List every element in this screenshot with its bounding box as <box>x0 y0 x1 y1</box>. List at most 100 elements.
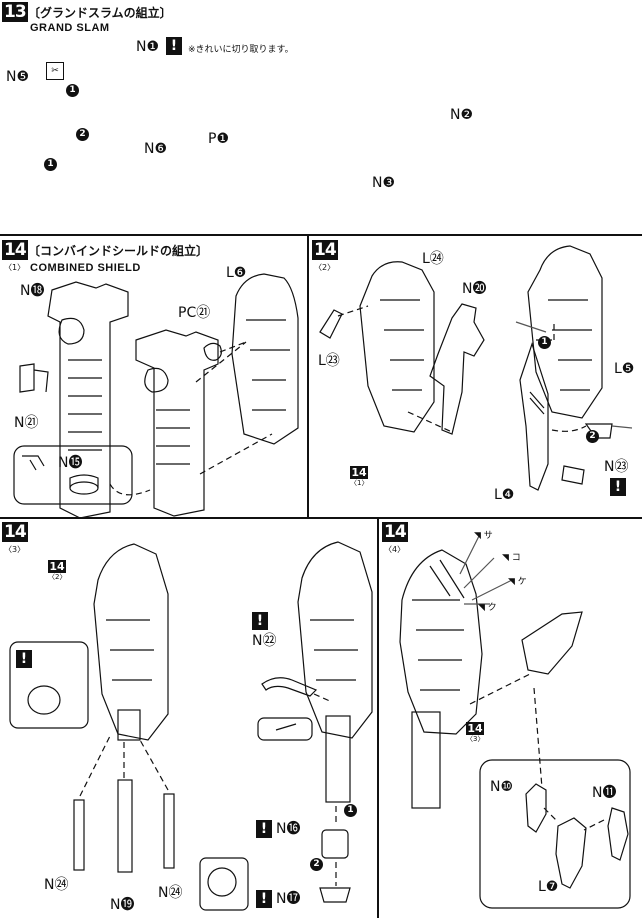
step-title-en: GRAND SLAM <box>30 22 110 34</box>
polycap-pc21 <box>203 342 222 361</box>
gatling-part-n16 <box>321 829 349 859</box>
sticker-marker: ◥ ク <box>478 600 497 613</box>
divider-horizontal <box>0 517 642 519</box>
sticker-marker: ◥ ケ <box>508 574 527 587</box>
part-label-n16: N⓰ <box>276 821 301 837</box>
shield-blade-part <box>521 611 583 675</box>
ref-number: 14 <box>466 722 484 735</box>
sticker-label: ケ <box>517 577 527 587</box>
order-marker: 1 <box>66 84 79 97</box>
sticker-marker: ◥ サ <box>474 528 493 541</box>
step-subnumber: 〈4〉 <box>384 545 406 554</box>
sticker-icon: ◥ <box>474 531 481 541</box>
sticker-icon: ◥ <box>508 577 515 587</box>
shield-blade-l4 <box>519 342 549 491</box>
shield-body-a <box>135 329 219 517</box>
part-label-n24: N㉔ <box>158 885 183 901</box>
step-title: 〔グランドスラムの組立〕 <box>28 6 172 20</box>
nipper-icon: ✂ <box>46 62 64 80</box>
ref-sub: 〈1〉 <box>350 479 369 487</box>
step-number: 14 <box>2 522 28 542</box>
sticker-marker: ◥ コ <box>502 550 521 563</box>
step-number: 14 <box>312 240 338 260</box>
gatling-inset-frame <box>9 641 89 729</box>
ref-sub: 〈3〉 <box>466 735 485 743</box>
part-label-l7: L❼ <box>538 879 559 895</box>
order-marker: 2 <box>586 430 599 443</box>
part-label-n11: N⓫ <box>592 785 617 801</box>
step-title-en: COMBINED SHIELD <box>30 262 141 274</box>
divider-vertical <box>307 234 309 518</box>
part-label-n10: N❿ <box>490 779 514 795</box>
part-label-n1: N❶ <box>136 39 160 55</box>
part-label-l4: L❹ <box>494 487 515 503</box>
warning-icon: ! <box>256 890 272 908</box>
shield-part-inset <box>479 759 631 909</box>
part-label-l5: L❺ <box>614 361 635 377</box>
part-label-n23: N㉓ <box>604 459 629 475</box>
gatling-part-n17 <box>319 887 351 903</box>
order-marker: 1 <box>344 804 357 817</box>
part-label-n2: N❷ <box>450 107 474 123</box>
sticker-icon: ◥ <box>478 603 485 613</box>
warning-icon: ! <box>252 612 268 630</box>
shield-final-assembly <box>399 549 483 735</box>
warning-icon: ! <box>16 650 32 668</box>
gatling-barrel-n24b <box>163 793 175 869</box>
step-13-panel: 13 〔グランドスラムの組立〕 GRAND SLAM N❶ ! ※きれいに切り取… <box>0 0 642 236</box>
step-number: 14 <box>382 522 408 542</box>
part-label-n6: N❻ <box>144 141 168 157</box>
ref-sub: 〈2〉 <box>48 573 67 581</box>
gatling-part-n22 <box>261 677 318 697</box>
shield-frame-n18 <box>47 281 129 519</box>
shield-part-n10 <box>525 783 547 833</box>
order-marker: 1 <box>538 336 551 349</box>
divider-vertical <box>377 517 379 918</box>
shield-blade-l7 <box>555 817 587 889</box>
part-label-n22: N㉒ <box>252 633 277 649</box>
step-title: 〔コンバインドシールドの組立〕 <box>28 244 209 258</box>
part-label-l24: L㉔ <box>422 251 444 267</box>
step-subnumber: 〈2〉 <box>314 263 336 272</box>
part-label-n21: N㉑ <box>14 415 39 431</box>
gatling-barrel-n24a <box>73 799 85 871</box>
part-label-n20: N⓴ <box>462 281 487 297</box>
part-label-l6: L❻ <box>226 265 247 281</box>
part-label-l23: L㉓ <box>318 353 340 369</box>
part-label-n19: N⓳ <box>110 897 135 913</box>
part-label-n15: N⓯ <box>58 455 83 471</box>
step-reference: 14 〈1〉 <box>350 466 368 488</box>
part-label-n17: N⓱ <box>276 891 301 907</box>
shield-part-n11 <box>607 807 629 861</box>
step-subnumber: 〈1〉 <box>4 263 26 272</box>
shield-inset-frame <box>13 445 133 505</box>
ref-number: 14 <box>350 466 368 479</box>
warning-icon: ! <box>256 820 272 838</box>
sticker-label: コ <box>511 553 521 563</box>
part-label-n3: N❸ <box>372 175 396 191</box>
sticker-icon: ◥ <box>502 553 509 563</box>
step-number: 13 <box>2 2 28 22</box>
order-marker: 2 <box>310 858 323 871</box>
sticker-label: サ <box>483 531 493 541</box>
divider-horizontal <box>0 234 642 236</box>
step-reference: 14 〈2〉 <box>48 560 66 582</box>
shield-part-l23 <box>319 309 343 339</box>
shield-assembly-l24 <box>359 261 435 433</box>
shield-part-n23 <box>561 465 585 485</box>
shield-part-n20 <box>429 303 485 435</box>
part-label-p1: P❶ <box>208 131 229 147</box>
part-label-pc21: PC㉑ <box>178 305 211 321</box>
part-label-n24: N㉔ <box>44 877 69 893</box>
gatling-barrel-n19 <box>117 779 133 873</box>
ref-number: 14 <box>48 560 66 573</box>
part-label-n5: N❺ <box>6 69 30 85</box>
caution-note: ※きれいに切り取ります。 <box>188 45 294 55</box>
sticker-label: ク <box>487 603 497 613</box>
warning-icon: ! <box>610 478 626 496</box>
step-number: 14 <box>2 240 28 260</box>
gatling-inset-small <box>199 857 249 911</box>
shield-body-l6 <box>231 273 299 445</box>
step-reference: 14 〈3〉 <box>466 722 484 744</box>
part-label-n18: N⓲ <box>20 283 45 299</box>
